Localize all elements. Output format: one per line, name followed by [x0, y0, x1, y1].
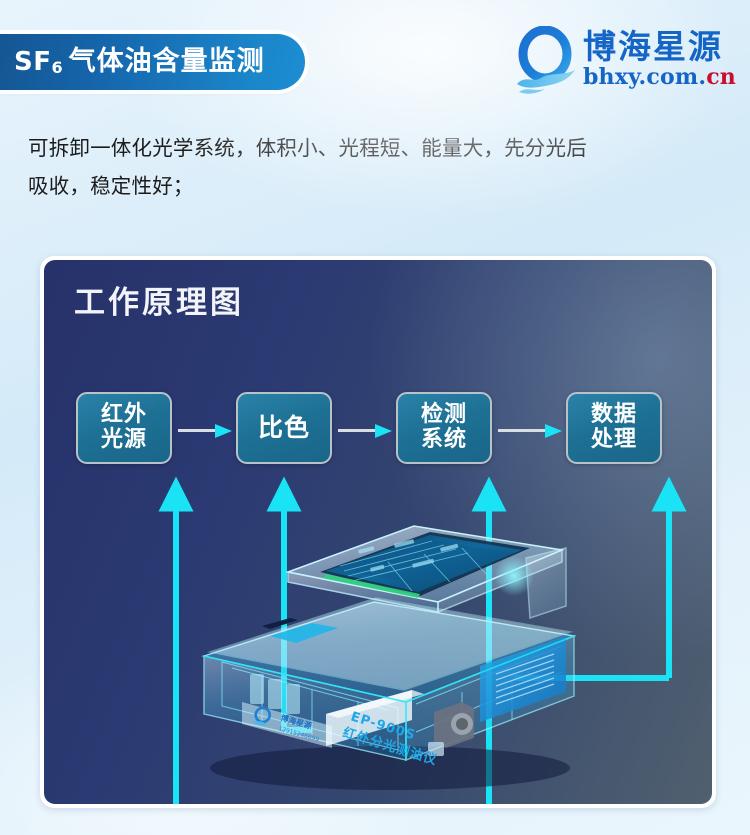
- instrument-illustration: 博海星源 13915246699 EP-900S 红外分光测油仪: [162, 506, 612, 794]
- flow-box-4-line-2: 处理: [590, 427, 637, 452]
- process-flow-row: 红外 光源 比色 检测 系统 数据 处理: [44, 392, 712, 468]
- logo-url-main: bhxy.com.: [582, 64, 707, 90]
- flow-box-1-line-1: 红外: [100, 402, 147, 428]
- logo-wordmark: 博海星源 bhxy.com.cn: [583, 26, 736, 88]
- logo-website-url: bhxy.com.cn: [583, 66, 736, 88]
- flow-arrow-3-icon: [498, 424, 562, 438]
- company-logo[interactable]: 博海星源 bhxy.com.cn: [515, 26, 736, 96]
- flow-box-detection-system[interactable]: 检测 系统: [396, 392, 492, 464]
- title-main-text: 气体油含量监测: [68, 46, 265, 77]
- title-formula-sf: SF: [14, 47, 52, 77]
- flow-arrow-1-icon: [178, 424, 232, 438]
- flow-box-3-line-2: 系统: [420, 427, 467, 452]
- title-formula-subscript: 6: [51, 58, 64, 77]
- flow-box-1-line-2: 光源: [100, 427, 147, 452]
- product-description: 可拆卸一体化光学系统，体积小、光程短、能量大，先分光后 吸收，稳定性好；: [28, 130, 720, 206]
- description-line-1: 可拆卸一体化光学系统，体积小、光程短、能量大，先分光后: [28, 136, 587, 160]
- diagram-title: 工作原理图: [74, 285, 244, 321]
- flow-box-colorimetry[interactable]: 比色: [236, 392, 332, 464]
- flow-arrow-2-icon: [338, 424, 392, 438]
- description-line-2: 吸收，稳定性好；: [28, 173, 194, 198]
- flow-box-4-line-1: 数据: [590, 402, 637, 428]
- flow-box-3-line-1: 检测: [420, 402, 467, 428]
- flow-box-2-line-1: 比色: [257, 413, 310, 442]
- principle-diagram-panel: 工作原理图: [44, 260, 712, 804]
- flow-box-data-processing[interactable]: 数据 处理: [566, 392, 662, 464]
- logo-company-name: 博海星源: [582, 27, 723, 66]
- logo-circle-wave-icon: [515, 26, 579, 96]
- flow-box-infrared-source[interactable]: 红外 光源: [76, 392, 172, 464]
- principle-diagram-card: 工作原理图: [40, 256, 716, 808]
- logo-url-tld: cn: [706, 64, 736, 90]
